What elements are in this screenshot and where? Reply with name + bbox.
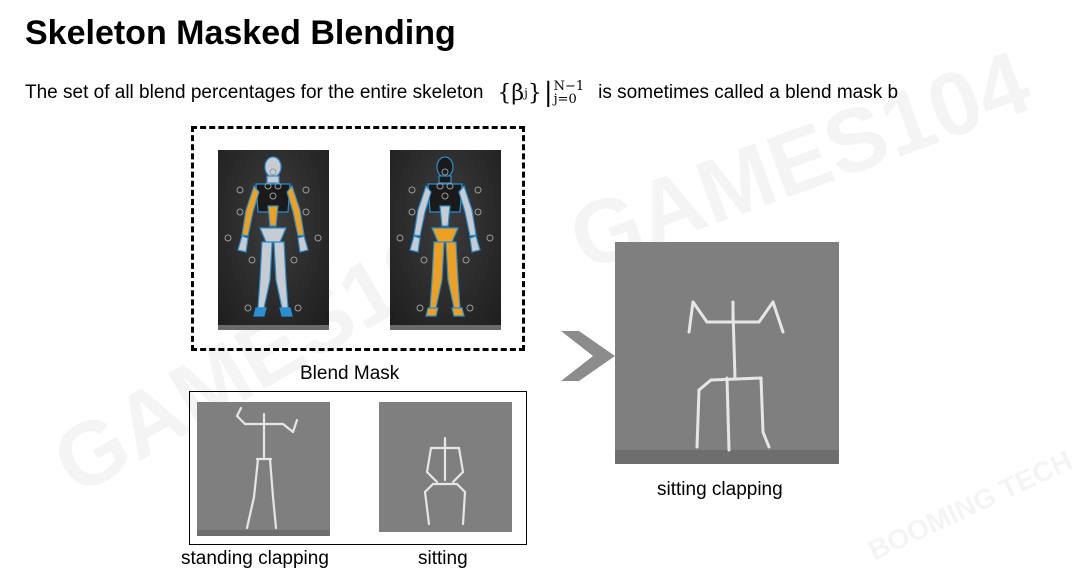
watermark-booming-1: BOOMING TECH <box>864 445 1078 567</box>
subtitle-text-before: The set of all blend percentages for the… <box>25 82 484 103</box>
source-animations-frame <box>189 391 527 545</box>
formula-index: j <box>524 86 528 100</box>
blend-mask-lower-body <box>390 150 501 330</box>
formula-upper: N−1 <box>553 79 585 94</box>
formula-lower: j=0 <box>553 92 577 107</box>
slide-title: Skeleton Masked Blending <box>25 14 456 52</box>
sitting-clapping-viewport <box>615 242 839 464</box>
blend-mask-upper-body <box>218 150 329 330</box>
floor <box>615 450 839 464</box>
sitting-label: sitting <box>418 548 468 569</box>
formula-limits: N−1 j=0 <box>554 80 585 106</box>
formula-beta: {β <box>497 80 525 106</box>
formula-bar: | <box>543 78 553 108</box>
sitting-clapping-skeleton <box>687 300 785 452</box>
chevron-right-icon <box>561 331 615 381</box>
blend-mask-label: Blend Mask <box>300 363 400 384</box>
blend-mask-frame <box>191 126 525 351</box>
sitting-thumbnail <box>379 402 512 532</box>
floor <box>197 530 330 536</box>
standing-clapping-thumbnail <box>197 402 330 536</box>
standing-clapping-label: standing clapping <box>181 548 329 569</box>
sitting-clapping-label: sitting clapping <box>657 479 783 500</box>
standing-clapping-skeleton <box>235 406 299 530</box>
subtitle-text-after: is sometimes called a blend mask b <box>598 82 899 103</box>
formula-close: } <box>527 80 542 106</box>
slide-subtitle: The set of all blend percentages for the… <box>25 78 898 108</box>
sitting-skeleton <box>423 436 467 526</box>
